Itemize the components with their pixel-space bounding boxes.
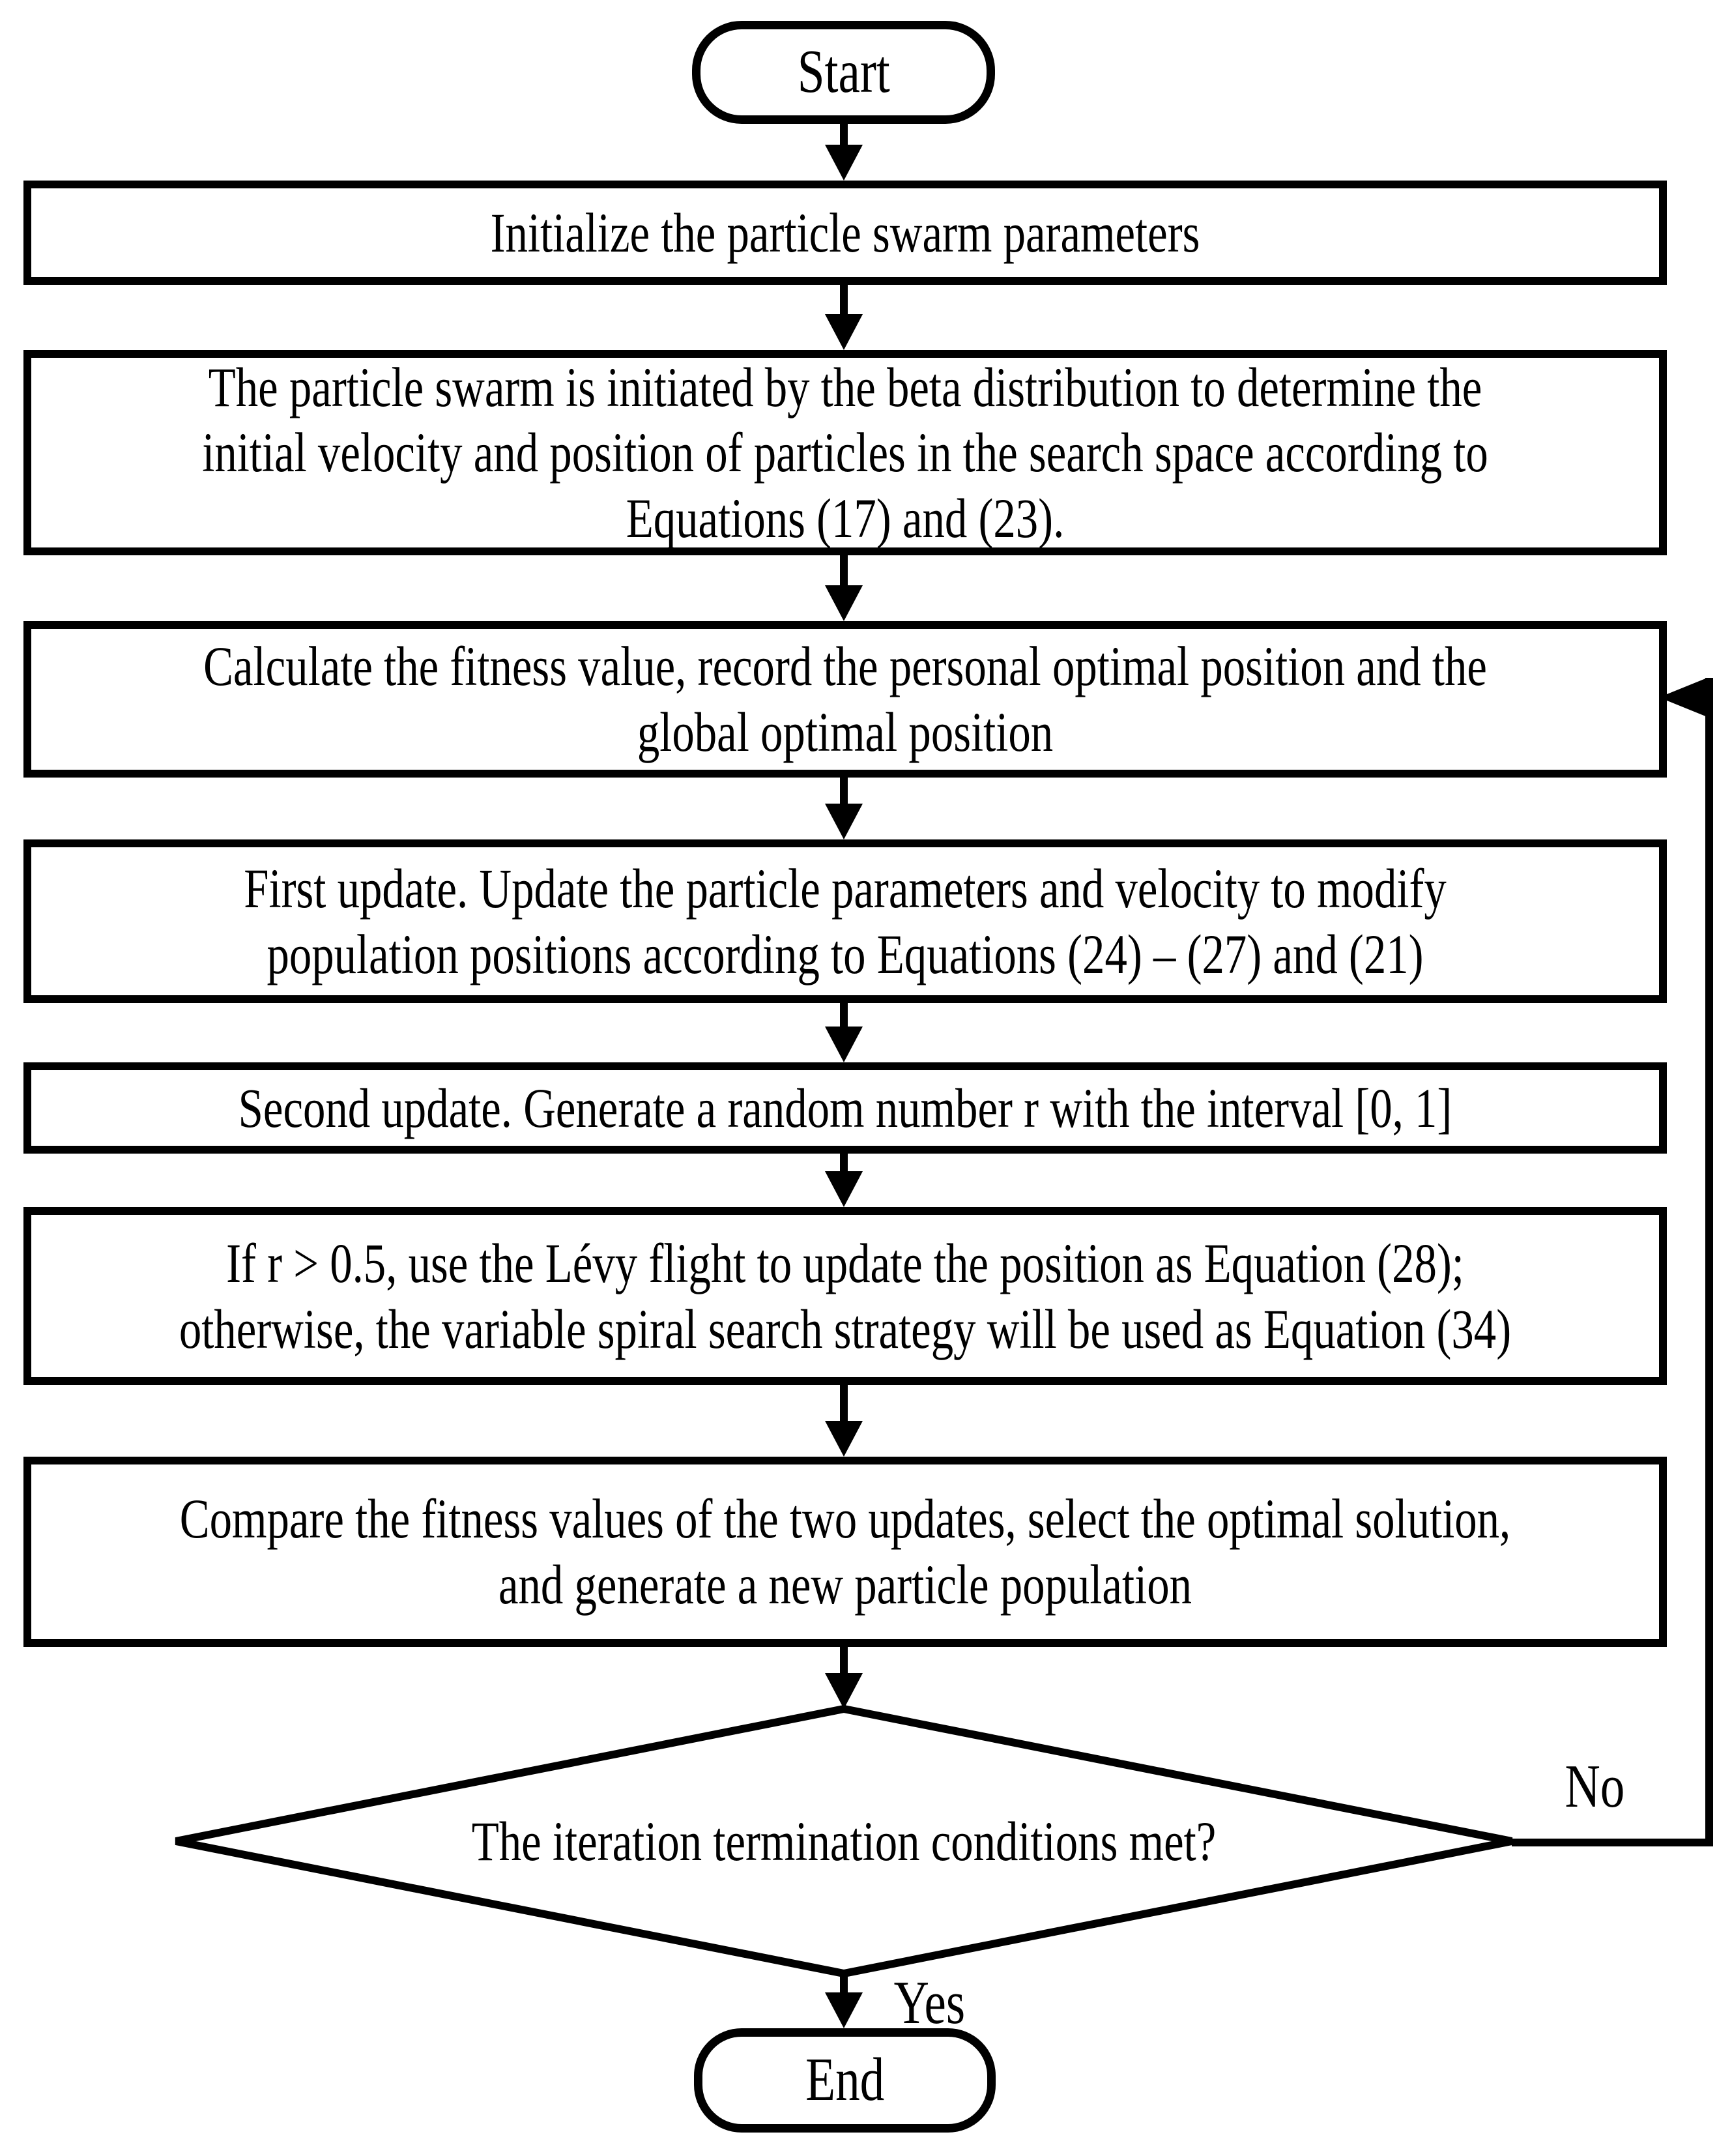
arrow-compare-to-decision bbox=[825, 1647, 863, 1709]
arrow-head-icon bbox=[825, 1421, 863, 1457]
node-initialize-parameters-label: Initialize the particle swarm parameters bbox=[490, 201, 1200, 264]
edge-label-yes: Yes bbox=[893, 1969, 966, 2037]
arrow-shaft bbox=[840, 1647, 848, 1675]
arrow-initialize-to-beta bbox=[825, 285, 863, 350]
arrow-levy-to-compare bbox=[825, 1385, 863, 1457]
node-calculate-fitness: Calculate the fitness value, record the … bbox=[23, 621, 1667, 778]
node-beta-initialization: The particle swarm is initiated by the b… bbox=[23, 350, 1667, 555]
node-end-label: End bbox=[805, 2046, 885, 2114]
node-second-update: Second update. Generate a random number … bbox=[23, 1062, 1667, 1154]
arrow-shaft bbox=[840, 555, 848, 587]
feedback-horizontal-segment bbox=[1512, 1839, 1713, 1846]
arrow-shaft bbox=[840, 124, 848, 147]
arrow-head-icon bbox=[825, 1673, 863, 1709]
node-levy-spiral-update: If r > 0.5, use the Lévy flight to updat… bbox=[23, 1207, 1667, 1385]
arrow-head-icon bbox=[825, 804, 863, 839]
node-start: Start bbox=[692, 21, 995, 124]
arrow-start-to-initialize bbox=[825, 124, 863, 181]
edge-label-no: No bbox=[1565, 1753, 1625, 1820]
arrow-head-icon bbox=[825, 145, 863, 181]
arrow-shaft bbox=[840, 778, 848, 806]
arrow-head-icon bbox=[825, 585, 863, 621]
node-initialize-parameters: Initialize the particle swarm parameters bbox=[23, 181, 1667, 285]
arrow-shaft bbox=[840, 1003, 848, 1028]
arrow-head-icon bbox=[825, 1992, 863, 2028]
node-first-update: First update. Update the particle parame… bbox=[23, 839, 1667, 1003]
node-end: End bbox=[694, 2028, 996, 2133]
feedback-arrow-head-icon bbox=[1659, 678, 1707, 717]
node-decision-label: The iteration termination conditions met… bbox=[471, 1810, 1217, 1872]
arrow-decision-to-end bbox=[825, 1973, 863, 2028]
node-second-update-label: Second update. Generate a random number … bbox=[238, 1076, 1452, 1139]
node-beta-initialization-label: The particle swarm is initiated by the b… bbox=[202, 355, 1488, 549]
arrow-shaft bbox=[840, 1154, 848, 1173]
arrow-beta-to-fitness bbox=[825, 555, 863, 621]
arrow-second-update-to-levy bbox=[825, 1154, 863, 1207]
node-compare-fitness: Compare the fitness values of the two up… bbox=[23, 1457, 1667, 1647]
arrow-head-icon bbox=[825, 1171, 863, 1207]
feedback-vertical-segment bbox=[1705, 678, 1713, 1846]
arrow-shaft bbox=[840, 285, 848, 316]
node-compare-fitness-label: Compare the fitness values of the two up… bbox=[179, 1487, 1511, 1616]
node-calculate-fitness-label: Calculate the fitness value, record the … bbox=[203, 635, 1487, 763]
node-start-label: Start bbox=[797, 38, 890, 106]
arrow-head-icon bbox=[825, 314, 863, 350]
arrow-fitness-to-first-update bbox=[825, 778, 863, 839]
arrow-shaft bbox=[840, 1973, 848, 1994]
arrow-shaft bbox=[840, 1385, 848, 1423]
node-levy-spiral-update-label: If r > 0.5, use the Lévy flight to updat… bbox=[179, 1231, 1512, 1360]
arrow-first-to-second-update bbox=[825, 1003, 863, 1062]
node-first-update-label: First update. Update the particle parame… bbox=[244, 856, 1447, 985]
arrow-head-icon bbox=[825, 1027, 863, 1062]
